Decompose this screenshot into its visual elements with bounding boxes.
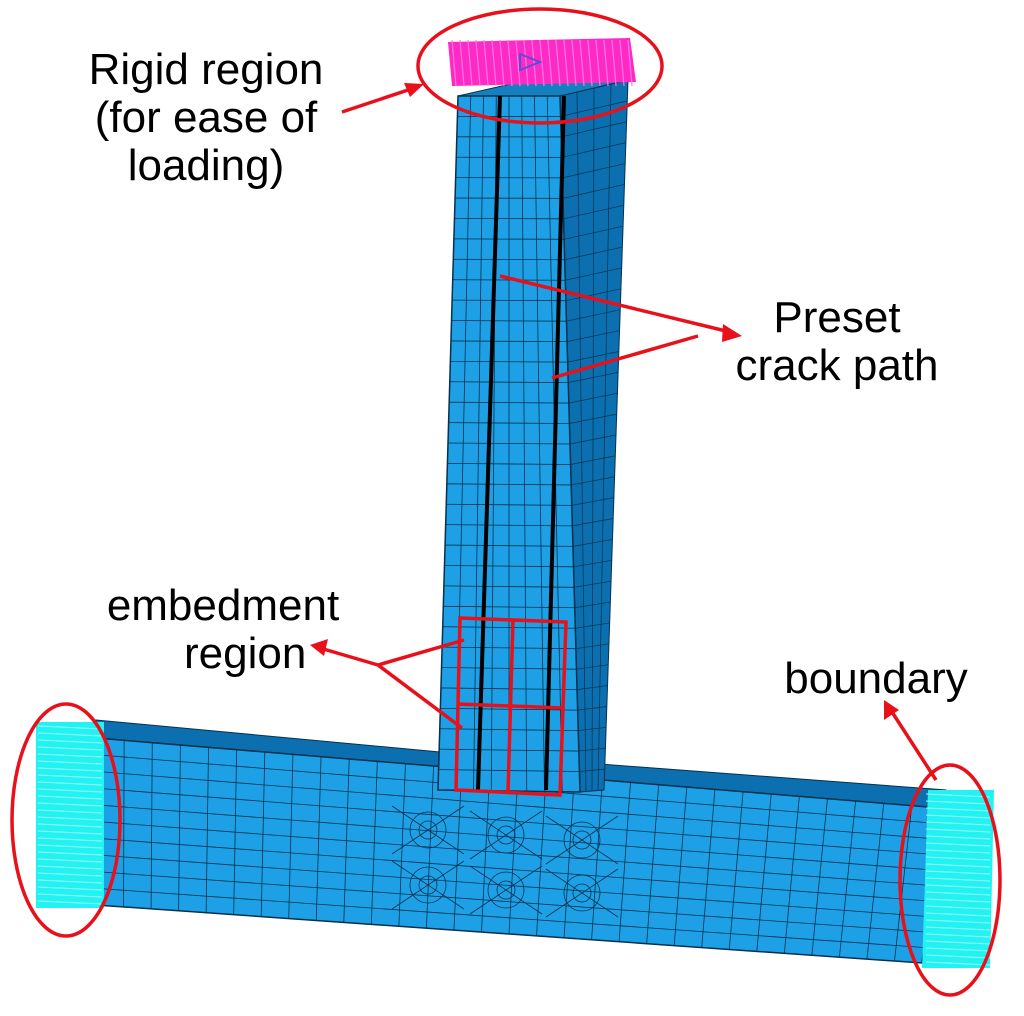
arrowhead-rigid bbox=[404, 83, 424, 97]
label-preset-crack-path: Preset crack path bbox=[712, 294, 962, 390]
label-rigid-region: Rigid region (for ease of loading) bbox=[56, 46, 356, 190]
label-boundary: boundary bbox=[760, 655, 992, 703]
label-embedment-region: embedment region bbox=[70, 582, 376, 678]
column-member bbox=[438, 80, 628, 792]
rigid-region bbox=[448, 38, 636, 86]
arrow-boundary bbox=[892, 712, 936, 780]
